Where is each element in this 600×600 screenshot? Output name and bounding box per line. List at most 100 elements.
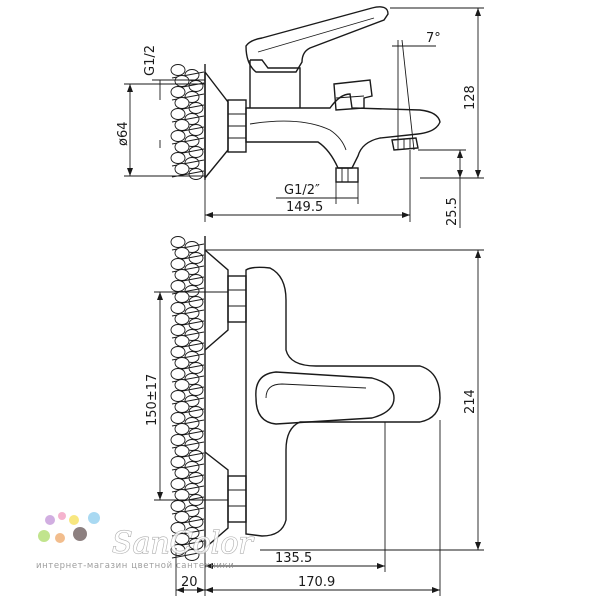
wall-stone xyxy=(184,417,200,429)
upper-hex-nut-front xyxy=(227,275,247,323)
shower-outlet-top xyxy=(335,167,359,183)
wall-stone xyxy=(184,395,200,407)
faucet-body-top xyxy=(245,93,441,169)
wall-stone xyxy=(184,505,200,517)
wall-stone xyxy=(188,102,204,114)
wall-stone xyxy=(174,423,190,435)
wall-stone xyxy=(174,489,190,501)
wall-stone xyxy=(170,64,186,76)
wall-stone xyxy=(188,124,204,136)
wall-stone xyxy=(184,241,200,253)
faucet-body-front xyxy=(245,266,441,537)
angle-label: 7° xyxy=(426,31,441,46)
brand-dot xyxy=(73,527,87,541)
wall-stone xyxy=(184,329,200,341)
wall-stone xyxy=(174,75,190,87)
wall-stone xyxy=(170,434,186,446)
front-view: 214 150±17 135.5 20 170.9 xyxy=(145,236,484,596)
wall-stone xyxy=(170,412,186,424)
lower-hex-nut-front xyxy=(227,475,247,523)
wall-stone xyxy=(174,335,190,347)
wall-stone xyxy=(188,146,204,158)
wall-stone xyxy=(170,302,186,314)
wall-stone xyxy=(184,307,200,319)
wall-stone xyxy=(184,527,200,539)
wall-stones-top xyxy=(170,64,206,180)
diameter-label: ø64 xyxy=(116,122,131,147)
diverter-knob-top xyxy=(333,79,373,111)
wall-stone xyxy=(174,445,190,457)
wall-stone xyxy=(174,141,190,153)
brand-tagline: интернет-магазин цветной сантехники xyxy=(36,561,234,571)
brand-dot xyxy=(55,533,65,543)
total-height-label: 214 xyxy=(463,389,478,414)
wall-stone xyxy=(170,522,186,534)
wall-stone xyxy=(170,130,186,142)
brand-name: SanColor xyxy=(112,526,254,561)
wall-stone xyxy=(174,119,190,131)
wall-hatch xyxy=(171,551,205,559)
wall-stone xyxy=(184,91,200,103)
upper-flange-front xyxy=(204,249,229,351)
wall-stone xyxy=(188,450,204,462)
wall-stone xyxy=(174,313,190,325)
wall-stone xyxy=(188,384,204,396)
wall-stone xyxy=(174,511,190,523)
wall-stone xyxy=(188,362,204,374)
wall-stone xyxy=(184,439,200,451)
wall-stone xyxy=(184,461,200,473)
wall-stone xyxy=(184,351,200,363)
brand-dot xyxy=(88,512,100,524)
thread-inlet-label: G1/2 xyxy=(143,45,158,76)
brand-dot xyxy=(45,515,55,525)
total-width-label: 170.9 xyxy=(298,575,335,590)
wall-stone xyxy=(188,340,204,352)
top-view: G1/2 ø64 7° 128 G1/2″ 25.5 xyxy=(116,6,484,228)
wall-stone xyxy=(170,544,186,556)
wall-stone xyxy=(170,236,186,248)
brand-logo-dots xyxy=(38,512,100,543)
wall-stone xyxy=(174,247,190,259)
handle-front xyxy=(255,371,395,425)
wall-stone xyxy=(170,456,186,468)
wall-stone xyxy=(188,296,204,308)
wall-stone xyxy=(174,379,190,391)
wall-stone xyxy=(188,80,204,92)
wall-stone xyxy=(184,69,200,81)
wall-stone xyxy=(184,113,200,125)
wall-flange-top xyxy=(204,71,229,179)
wall-stone xyxy=(174,401,190,413)
wall-stone xyxy=(170,258,186,270)
wall-stone xyxy=(170,478,186,490)
wall-stone xyxy=(188,318,204,330)
wall-stone xyxy=(188,472,204,484)
depth-label: 149.5 xyxy=(286,200,323,215)
wall-stone xyxy=(170,324,186,336)
brand-watermark: SanColor интернет-магазин цветной сантех… xyxy=(36,512,255,571)
wall-stone xyxy=(170,346,186,358)
wall-stone xyxy=(188,428,204,440)
brand-dot xyxy=(58,512,66,520)
wall-stone xyxy=(170,390,186,402)
wall-stone xyxy=(170,86,186,98)
wall-stone xyxy=(170,500,186,512)
center-distance-label: 150±17 xyxy=(145,374,160,426)
height-label: 128 xyxy=(463,85,478,110)
wall-stone xyxy=(174,97,190,109)
wall-stone xyxy=(174,467,190,479)
brand-dot xyxy=(69,515,79,525)
handle-reach-label: 135.5 xyxy=(275,551,312,566)
spout-height-label: 25.5 xyxy=(445,197,460,226)
wall-stone xyxy=(184,263,200,275)
wall-stone xyxy=(184,373,200,385)
cartridge-stem-top xyxy=(249,59,301,108)
wall-stone xyxy=(174,533,190,545)
wall-offset-label: 20 xyxy=(181,575,198,590)
wall-stones-front xyxy=(170,236,206,561)
handle-lever-top xyxy=(245,6,389,73)
wall-stone xyxy=(170,280,186,292)
wall-stone xyxy=(188,406,204,418)
wall-stone xyxy=(188,168,204,180)
wall-stone xyxy=(184,549,200,561)
wall-stone xyxy=(174,357,190,369)
